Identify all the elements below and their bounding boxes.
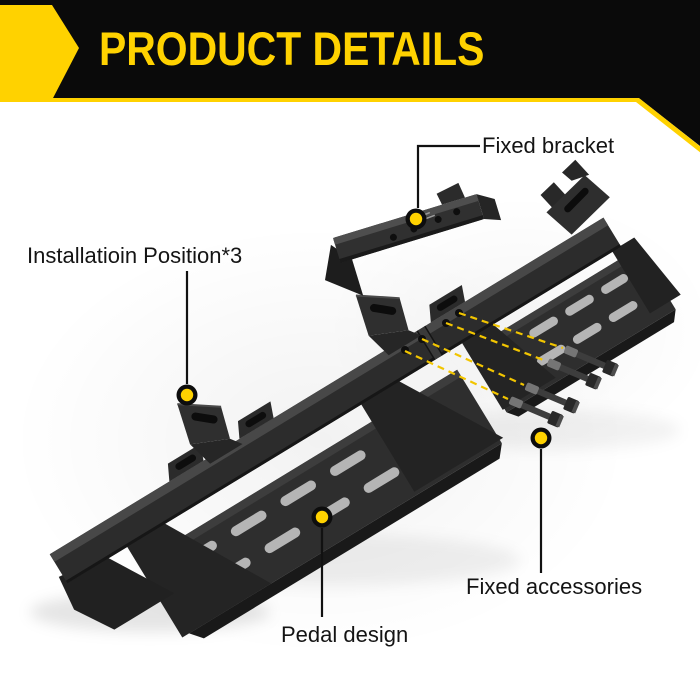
rail-tabs	[167, 284, 466, 482]
fixed-bracket-part	[324, 182, 502, 296]
callouts	[185, 144, 543, 617]
mount-bracket-3	[540, 159, 610, 235]
bolt-4	[508, 396, 564, 428]
page-title: PRODUCT DETAILS	[99, 22, 485, 75]
callout-dot-installation	[176, 384, 198, 406]
step-bar-assembly	[49, 159, 681, 639]
bolts	[508, 345, 619, 428]
mount-bracket-2	[355, 294, 422, 356]
label-fixed-bracket: Fixed bracket	[482, 133, 615, 158]
banner-arrow-icon	[0, 5, 79, 100]
banner-background	[0, 0, 700, 146]
bolt-1	[563, 345, 619, 377]
bolt-3	[524, 382, 580, 414]
header-banner	[0, 0, 700, 153]
label-installation-position: Installatioin Position*3	[27, 243, 243, 268]
callout-dot-fixed-bracket	[405, 208, 427, 230]
assembly-dashed-lines	[404, 311, 564, 400]
pedal-slots-right	[529, 274, 638, 366]
mount-bracket-1	[177, 403, 243, 464]
callout-dots	[176, 208, 552, 528]
label-fixed-accessories: Fixed accessories	[466, 574, 643, 599]
main-bar	[49, 217, 622, 584]
label-pedal-design: Pedal design	[281, 622, 409, 647]
bolt-2	[546, 358, 602, 390]
callout-dot-accessories	[530, 427, 552, 449]
bar-joint-seam	[417, 326, 443, 360]
callout-line-fixed-bracket	[416, 144, 480, 208]
callout-dot-pedal	[311, 506, 333, 528]
bar-end-cap	[58, 555, 175, 630]
